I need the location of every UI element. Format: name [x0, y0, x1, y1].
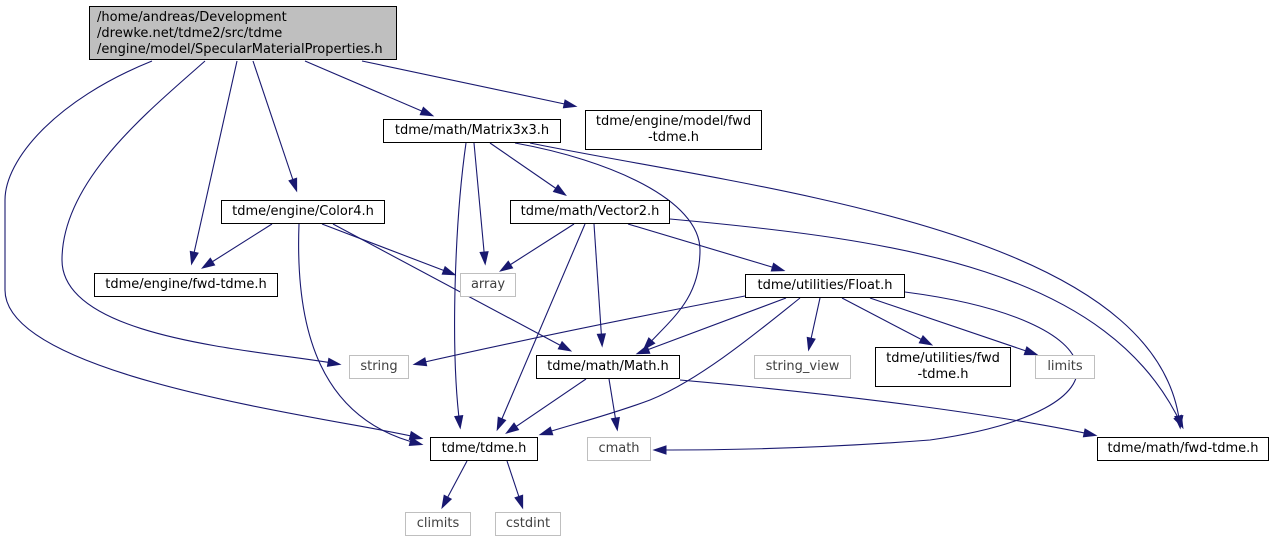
edge-root-to-engine-fwd — [191, 60, 238, 263]
node-array: array — [460, 273, 516, 297]
edge-matrix3x3-to-math-fwd — [529, 142, 1181, 427]
arrowhead-float-to-tdme — [538, 426, 554, 436]
arrowhead-matrix3x3-to-array — [479, 251, 489, 266]
node-math[interactable]: tdme/math/Math.h — [536, 355, 680, 379]
arrowhead-root-to-string — [326, 357, 342, 367]
edge-matrix3x3-to-tdme — [454, 142, 467, 427]
edge-math-to-math-fwd — [679, 379, 1095, 436]
edge-root-to-matrix3x3 — [304, 60, 432, 116]
edge-root-to-string — [61, 60, 339, 365]
arrowhead-root-to-engine-fwd — [189, 250, 199, 266]
arrowhead-tdme-to-cstdint — [514, 494, 524, 510]
edge-vector2-to-array — [501, 223, 575, 271]
arrowhead-float-to-limits — [1023, 346, 1039, 356]
arrowhead-float-to-cmath — [652, 445, 667, 455]
arrowhead-root-to-model-fwd — [562, 99, 578, 109]
edge-root-to-tdme — [4, 60, 421, 439]
edge-root-to-model-fwd — [361, 60, 575, 107]
node-model-fwd[interactable]: tdme/engine/model/fwd -tdme.h — [585, 110, 762, 150]
node-vector2[interactable]: tdme/math/Vector2.h — [510, 200, 670, 224]
arrowhead-matrix3x3-to-vector2 — [552, 184, 567, 197]
node-string: string — [349, 355, 409, 379]
edge-color4-to-tdme — [298, 223, 421, 445]
edge-vector2-to-tdme — [497, 223, 586, 429]
arrowhead-vector2-to-array — [498, 260, 514, 272]
edge-matrix3x3-to-math — [514, 142, 701, 349]
edge-root-to-color4 — [252, 60, 297, 190]
arrowhead-math-to-cmath — [610, 416, 620, 432]
arrowhead-float-to-string-view — [806, 336, 816, 352]
arrowhead-math-to-math-fwd — [1082, 428, 1098, 438]
edge-float-to-cmath — [655, 291, 1078, 451]
arrowhead-vector2-to-math-fwd — [1173, 414, 1184, 430]
node-matrix3x3[interactable]: tdme/math/Matrix3x3.h — [383, 119, 561, 143]
edge-float-to-string — [415, 295, 746, 365]
arrowhead-tdme-to-climits — [441, 494, 453, 510]
edge-matrix3x3-to-array — [473, 142, 486, 263]
edge-float-to-tdme — [541, 297, 801, 435]
arrowhead-color4-to-array — [441, 265, 457, 276]
arrowhead-color4-to-tdme — [408, 436, 424, 446]
edge-color4-to-engine-fwd — [203, 223, 273, 268]
node-float[interactable]: tdme/utilities/Float.h — [745, 274, 905, 298]
node-utilities-fwd[interactable]: tdme/utilities/fwd -tdme.h — [875, 347, 1011, 387]
node-cmath: cmath — [587, 437, 651, 461]
node-climits: climits — [405, 512, 471, 536]
arrowhead-root-to-color4 — [288, 177, 298, 193]
arrowhead-float-to-utilities-fwd — [918, 334, 934, 346]
edge-matrix3x3-to-vector2 — [489, 142, 565, 195]
edge-float-to-limits — [869, 297, 1036, 355]
node-cstdint: cstdint — [495, 512, 561, 536]
node-tdme[interactable]: tdme/tdme.h — [430, 437, 538, 461]
edge-math-to-tdme — [507, 378, 587, 433]
arrowhead-math-to-tdme — [505, 422, 520, 435]
edge-vector2-to-float — [627, 223, 783, 271]
edge-color4-to-array — [321, 223, 454, 275]
arrowhead-vector2-to-float — [770, 262, 786, 272]
edge-float-to-utilities-fwd — [841, 297, 931, 345]
arrowhead-float-to-math — [635, 344, 651, 355]
arrowhead-root-to-tdme — [408, 430, 424, 441]
node-math-fwd[interactable]: tdme/math/fwd-tdme.h — [1097, 437, 1269, 461]
node-string-view: string_view — [754, 355, 851, 379]
arrowhead-vector2-to-tdme — [496, 416, 507, 432]
arrowhead-color4-to-engine-fwd — [200, 257, 216, 269]
node-engine-fwd[interactable]: tdme/engine/fwd-tdme.h — [94, 273, 278, 297]
arrowhead-matrix3x3-to-tdme — [454, 414, 464, 430]
arrowhead-root-to-matrix3x3 — [419, 106, 435, 117]
edge-vector2-to-math-fwd — [669, 218, 1183, 427]
node-color4[interactable]: tdme/engine/Color4.h — [221, 200, 385, 224]
arrowhead-float-to-string — [412, 357, 428, 367]
edge-color4-to-math — [332, 223, 570, 351]
arrowhead-vector2-to-math — [596, 333, 606, 348]
arrowhead-color4-to-math — [557, 340, 573, 352]
node-root-file[interactable]: /home/andreas/Development /drewke.net/td… — [89, 6, 397, 60]
edge-float-to-math — [638, 297, 787, 354]
node-limits: limits — [1035, 355, 1095, 379]
